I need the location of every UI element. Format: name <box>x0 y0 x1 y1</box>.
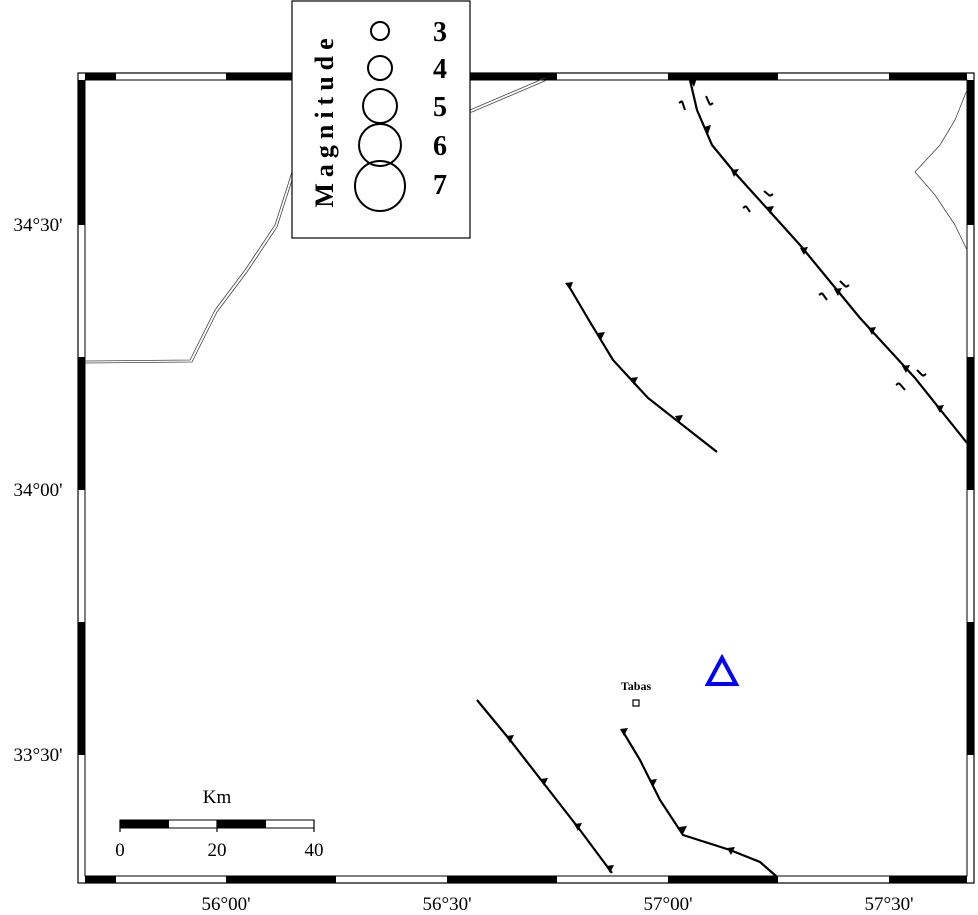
fault-tooth <box>574 823 582 831</box>
frame-top-segments <box>85 73 967 80</box>
city-label: Tabas <box>621 679 652 693</box>
fault-tooth <box>620 728 628 736</box>
fault-tooth <box>834 288 842 296</box>
fault-tooth <box>902 365 910 373</box>
legend-entry: 4 <box>433 54 447 85</box>
x-tick-label: 57°30' <box>864 894 913 915</box>
fault-tooth <box>868 327 876 335</box>
fault-tooth <box>675 415 683 423</box>
fault-tooth <box>630 377 638 385</box>
fault-tooth <box>506 735 514 743</box>
strike-slip-markers <box>678 95 927 391</box>
fault-tooth <box>800 247 808 255</box>
y-tick-labels: 34°30' 34°00' 33°30' <box>13 215 62 766</box>
slip-marker <box>895 382 906 391</box>
slip-marker <box>818 292 828 301</box>
legend-entry: 7 <box>433 170 447 201</box>
x-tick-labels: 56°00' 56°30' 57°00' 57°30' <box>201 894 913 915</box>
fault-line-southwest <box>476 699 613 874</box>
fault-line-central <box>566 282 718 453</box>
city-tabas: Tabas <box>621 679 652 707</box>
slip-marker <box>839 280 850 288</box>
legend-entry: 6 <box>433 131 447 162</box>
city-marker-icon <box>632 699 640 707</box>
scale-unit-label: Km <box>203 787 232 808</box>
fault-tooth <box>679 826 687 834</box>
legend-circle <box>370 21 390 41</box>
fault-tooth <box>704 125 711 134</box>
slip-marker <box>705 95 714 106</box>
scale-bar: Km 0 20 40 <box>115 787 323 861</box>
legend-entry: 5 <box>433 92 447 123</box>
fault-tooth <box>690 78 697 87</box>
triangle-icon <box>704 653 740 686</box>
magnitude-legend: Magnitude 3 4 5 6 7 <box>291 0 471 239</box>
x-tick-label: 57°00' <box>643 894 692 915</box>
slip-marker <box>678 100 686 111</box>
fault-tooth <box>731 169 739 177</box>
slip-marker <box>916 369 927 377</box>
fault-tooth <box>565 282 573 290</box>
legend-circle <box>367 55 393 81</box>
x-tick-label: 56°00' <box>201 894 250 915</box>
slip-marker <box>763 190 774 197</box>
y-tick-label: 33°30' <box>13 745 62 766</box>
fault-tooth <box>727 847 735 855</box>
fault-line-south <box>621 729 777 877</box>
legend-entry: 3 <box>433 17 447 48</box>
scale-label: 40 <box>305 840 324 861</box>
fault-tooth <box>606 865 614 873</box>
fault-teeth <box>506 78 944 873</box>
frame-bottom-segments <box>85 876 967 883</box>
frame-right-segments <box>967 80 974 755</box>
boundary-line-east <box>914 89 968 251</box>
x-tick-label: 56°30' <box>422 894 471 915</box>
fault-tooth <box>936 405 944 413</box>
scale-label: 0 <box>115 840 125 861</box>
fault-tooth <box>766 206 774 214</box>
fault-tooth <box>540 778 548 786</box>
fault-tooth <box>649 779 657 787</box>
fault-tooth <box>597 332 605 340</box>
map-frame <box>77 72 975 884</box>
legend-circle <box>354 160 406 212</box>
scale-label: 20 <box>208 840 227 861</box>
legend-title: Magnitude <box>310 32 339 207</box>
y-tick-label: 34°30' <box>13 215 62 236</box>
y-tick-label: 34°00' <box>13 480 62 501</box>
slip-marker <box>742 205 751 213</box>
legend-circle <box>358 123 402 167</box>
frame-left-segments <box>78 80 85 755</box>
